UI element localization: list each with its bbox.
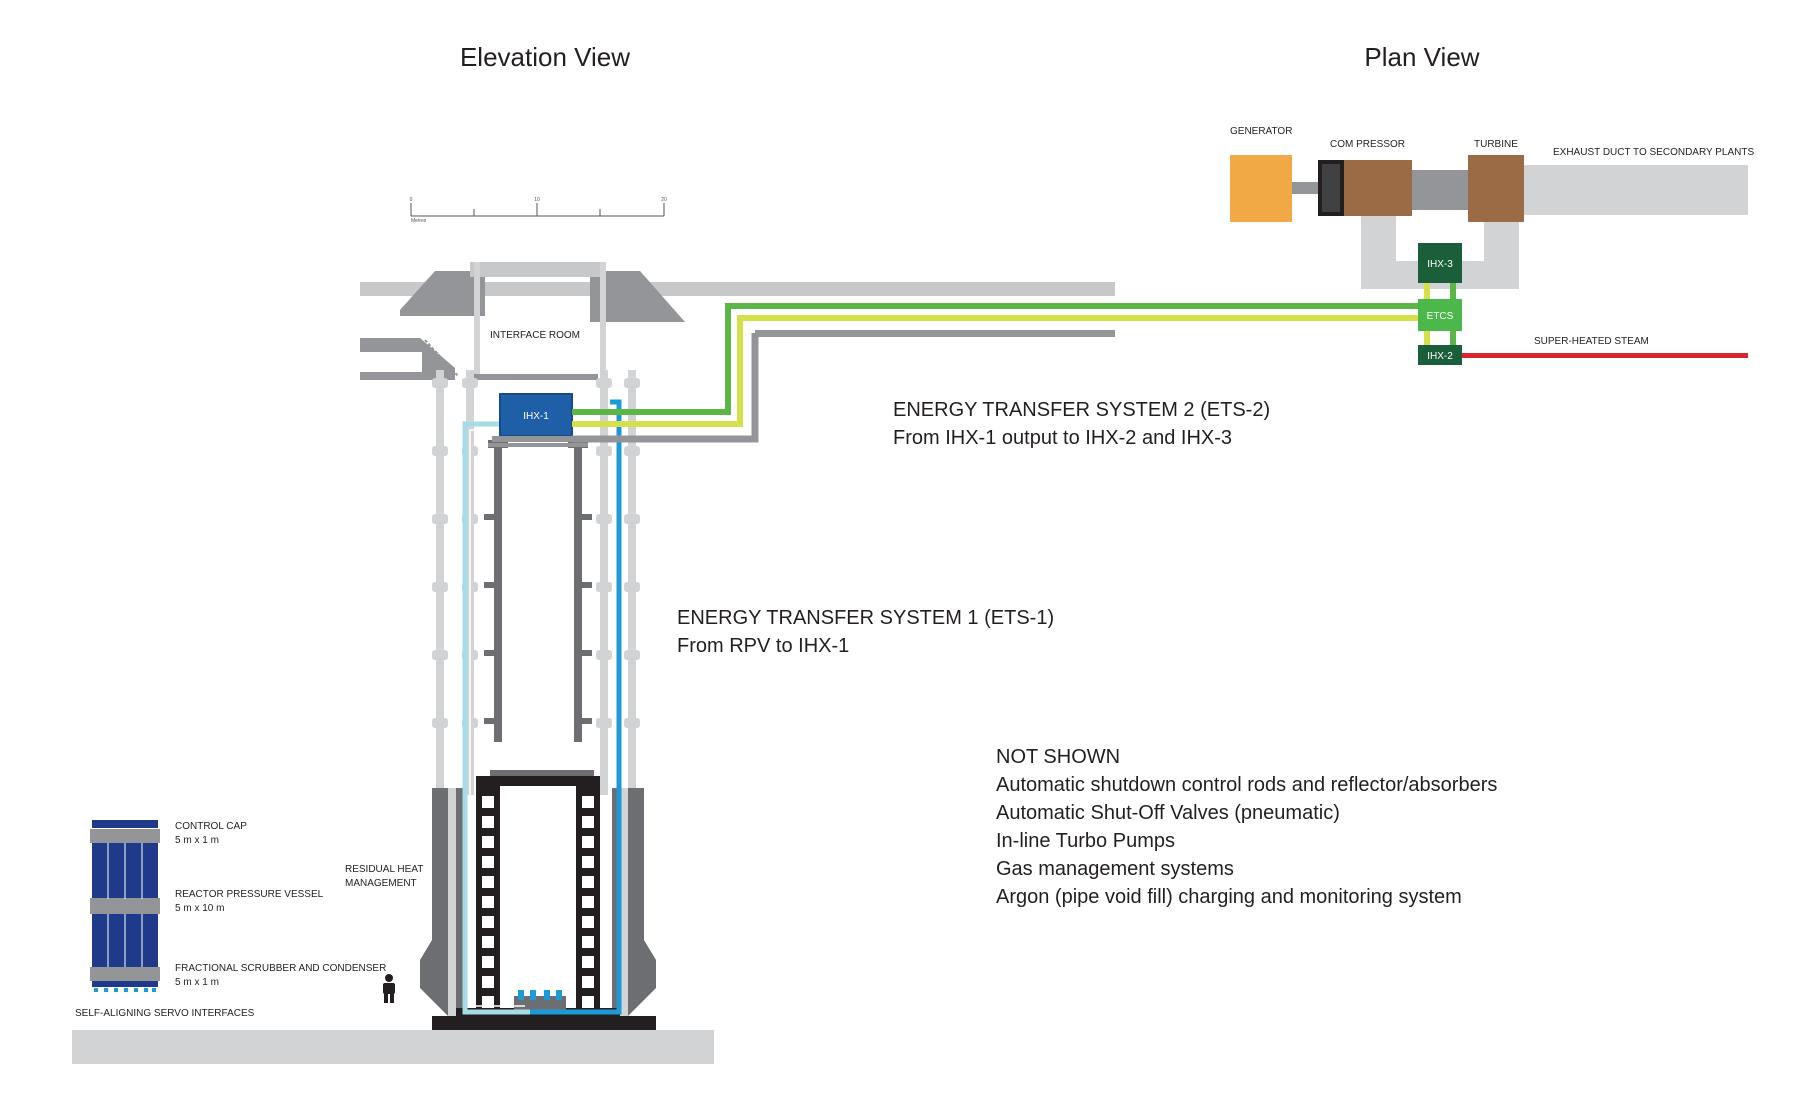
cap-left: [400, 271, 485, 316]
generator-label: GENERATOR: [1230, 126, 1292, 137]
ets1-light-pipe: [462, 421, 530, 1015]
turbine-block: [1468, 155, 1524, 222]
ets2-title: ENERGY TRANSFER SYSTEM 2 (ETS-2): [893, 399, 1270, 421]
scale-bar: 0 10 20 Metres: [410, 197, 667, 224]
reactor-core: [514, 990, 566, 1010]
not-shown-item: Gas management systems: [996, 858, 1234, 880]
not-shown-heading: NOT SHOWN: [996, 746, 1120, 768]
reactor-module-legend: CONTROL CAP 5 m x 1 m REACTOR PRESSURE V…: [75, 820, 386, 1019]
ladder-left: [476, 786, 500, 1016]
ets2-grey-pipe: [572, 333, 759, 443]
person-icon: [383, 974, 395, 1003]
ets1-blue-pipe: [530, 399, 622, 1015]
not-shown-item: Automatic shutdown control rods and refl…: [996, 774, 1497, 796]
scale-tick-0: 0: [410, 197, 413, 203]
ihx2-label: IHX-2: [1427, 351, 1453, 362]
residual-heat-label-2: MANAGEMENT: [345, 878, 417, 889]
compressor-block: [1344, 160, 1412, 216]
plan-view-title: Plan View: [1364, 42, 1479, 72]
legend-rpv: REACTOR PRESSURE VESSEL: [175, 889, 324, 900]
exhaust-duct: [1520, 165, 1748, 215]
turbine-shaft: [1408, 170, 1468, 210]
elevation-structure: IHX-1 INTERFACE ROOM RESIDUAL HEAT MANAG…: [72, 262, 1418, 1064]
not-shown-item: In-line Turbo Pumps: [996, 830, 1175, 852]
cap-top: [470, 262, 605, 277]
legend-scrubber: FRACTIONAL SCRUBBER AND CONDENSER: [175, 963, 386, 974]
ets2-subtitle: From IHX-1 output to IHX-2 and IHX-3: [893, 427, 1232, 449]
not-shown-item: Argon (pipe void fill) charging and moni…: [996, 886, 1462, 908]
ihx1-box: IHX-1: [499, 393, 573, 437]
legend-servo: SELF-ALIGNING SERVO INTERFACES: [75, 1008, 255, 1019]
interface-room-label: INTERFACE ROOM: [490, 330, 580, 341]
generator-shaft: [1290, 182, 1318, 194]
plan-view: IHX-3 ETCS IHX-2 GENERATOR COM PRESSOR T…: [1230, 126, 1754, 365]
not-shown-list: NOT SHOWN Automatic shutdown control rod…: [996, 746, 1497, 908]
ladder-right: [576, 786, 600, 1016]
ihx3-label: IHX-3: [1427, 259, 1453, 270]
ets1-subtitle: From RPV to IHX-1: [677, 635, 849, 657]
legend-scrubber-dim: 5 m x 1 m: [175, 977, 219, 988]
interface-floor: [468, 374, 598, 380]
scale-tick-10: 10: [534, 197, 540, 203]
ground-slab: [72, 1030, 714, 1064]
gray-pipe-surface: [755, 330, 1115, 337]
cap-right: [590, 271, 685, 322]
ihx3-box: [1418, 243, 1462, 283]
etcs-box: [1418, 299, 1462, 331]
residual-heat-label-1: RESIDUAL HEAT: [345, 864, 423, 875]
generator-block: [1230, 155, 1292, 222]
ets2-yellow-pipe: [572, 315, 1418, 427]
exhaust-label: EXHAUST DUCT TO SECONDARY PLANTS: [1553, 147, 1754, 158]
legend-control-cap: CONTROL CAP: [175, 821, 247, 832]
steam-line: [1462, 353, 1748, 358]
silo-wall-left: [420, 788, 464, 1016]
scale-unit: Metres: [411, 218, 427, 224]
compressor-label: COM PRESSOR: [1330, 139, 1405, 150]
legend-rpv-dim: 5 m x 10 m: [175, 903, 224, 914]
ihx1-label: IHX-1: [523, 411, 549, 422]
legend-control-cap-dim: 5 m x 1 m: [175, 835, 219, 846]
ets1-title: ENERGY TRANSFER SYSTEM 1 (ETS-1): [677, 607, 1054, 629]
ets2-green-pipe: [572, 303, 1418, 415]
steam-label: SUPER-HEATED STEAM: [1534, 336, 1649, 347]
ihx2-box: [1418, 345, 1462, 365]
surface-deck: [360, 282, 1115, 296]
turbine-label: TURBINE: [1474, 139, 1518, 150]
scale-tick-20: 20: [661, 197, 667, 203]
etcs-label: ETCS: [1427, 311, 1454, 322]
not-shown-item: Automatic Shut-Off Valves (pneumatic): [996, 802, 1340, 824]
elevation-view-title: Elevation View: [460, 42, 630, 72]
